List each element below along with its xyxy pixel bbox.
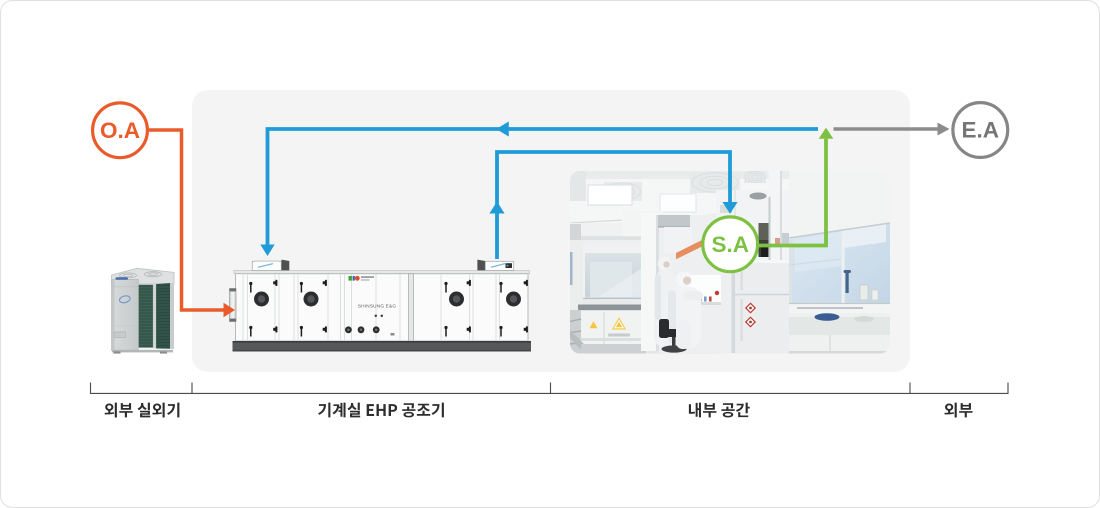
svg-text:S.A: S.A [711, 232, 749, 257]
svg-text:O.A: O.A [100, 118, 140, 143]
svg-text:SHINSUNG E&G: SHINSUNG E&G [358, 304, 396, 309]
svg-text:E.A: E.A [962, 118, 1000, 143]
